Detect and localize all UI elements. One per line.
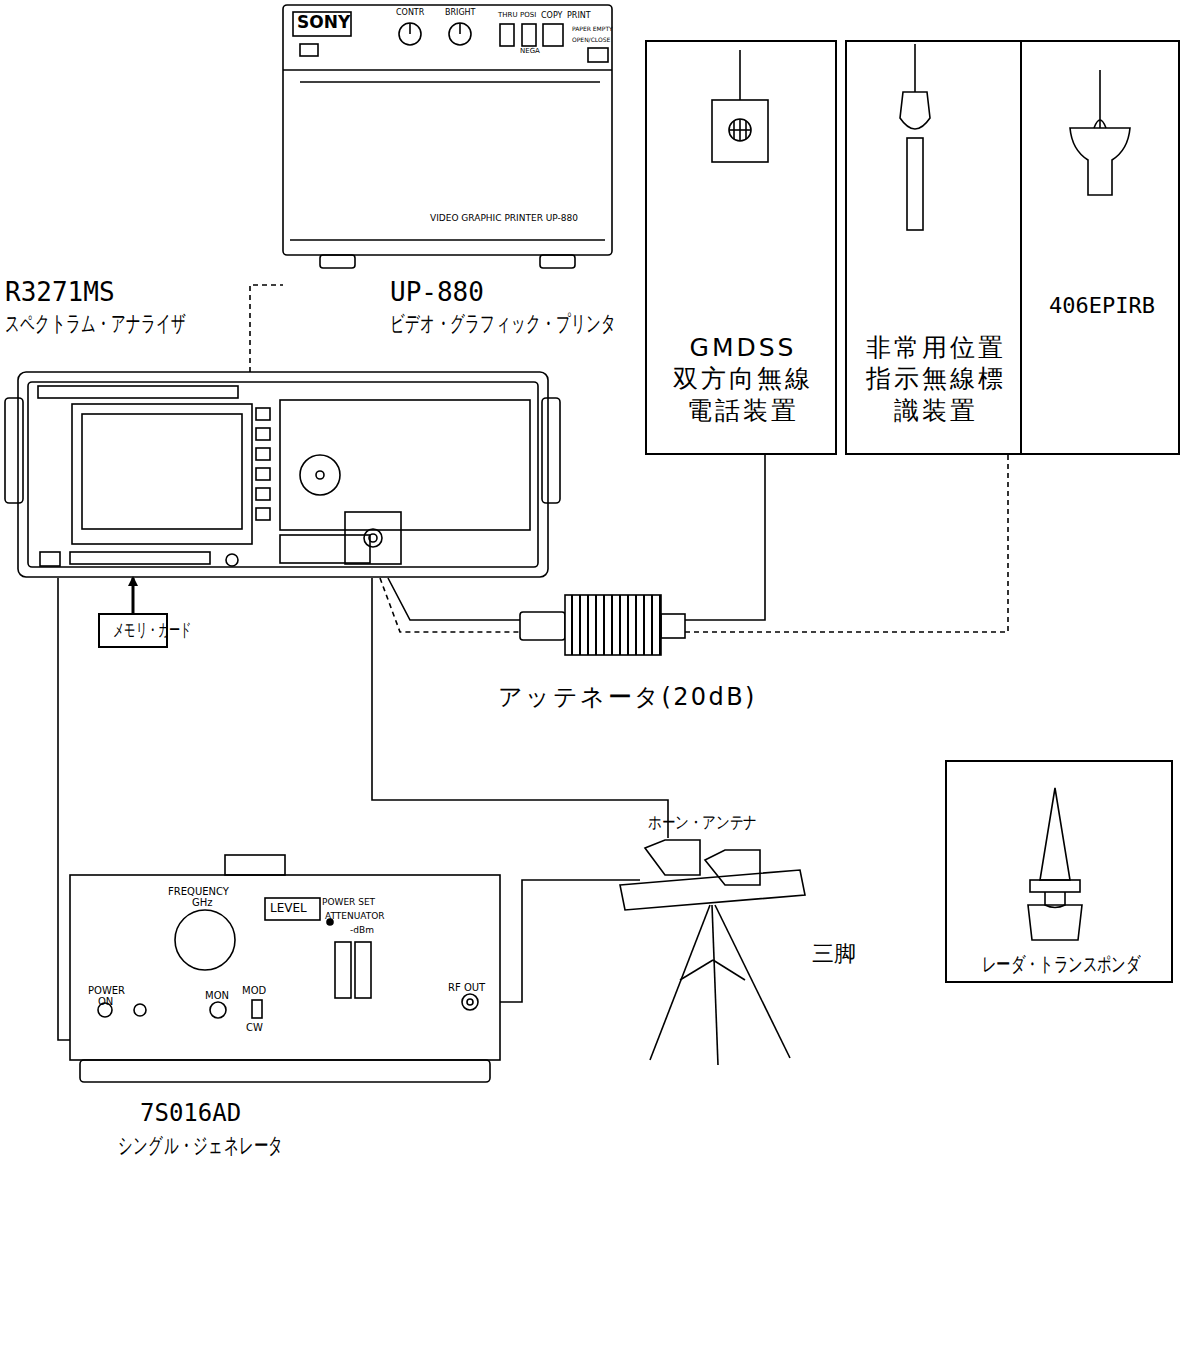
node-label: 406EPIRB — [1022, 292, 1182, 320]
node-label: ホーン・アンテナ — [648, 812, 757, 833]
panel-marking: PAPER EMPTY — [572, 26, 613, 33]
panel-marking: RF OUT — [448, 982, 485, 993]
panel-marking: SONY — [297, 13, 350, 32]
panel-marking: OPEN/CLOSE — [572, 37, 610, 44]
panel-marking: FREQUENCY — [168, 886, 229, 897]
equipment-name: ビデオ・グラフィック・プリンタ — [390, 310, 616, 338]
memory-card-box: メモリ・カード — [98, 613, 168, 648]
device-box: 406EPIRB — [1020, 40, 1180, 455]
panel-marking: MON — [205, 990, 229, 1001]
equipment-name: スペクトラム・アナライザ — [5, 310, 187, 338]
node-label: GMDSS 双方向無線 電話装置 — [647, 332, 839, 426]
panel-marking: MOD — [242, 985, 266, 996]
spectrum-analyzer-figure: R3271MSスペクトラム・アナライザ — [5, 372, 560, 578]
panel-marking: POWER — [88, 985, 125, 996]
cable-connector — [500, 880, 640, 1002]
device-box: GMDSS 双方向無線 電話装置 — [645, 40, 837, 455]
model-number: 7S016AD — [140, 1098, 241, 1128]
panel-marking: CONTR — [396, 9, 424, 18]
panel-marking: NEGA — [520, 48, 540, 56]
model-number: UP-880 — [390, 276, 484, 309]
panel-marking: ATTENUATOR — [325, 912, 385, 922]
panel-marking: COPY — [541, 12, 562, 21]
cable-connector — [685, 455, 1008, 632]
device-box: 非常用位置 指示無線標 識装置 — [845, 40, 1022, 455]
node-label: レーダ・トランスポンダ — [979, 952, 1143, 977]
panel-marking: GHz — [192, 897, 213, 908]
horn-antenna-figure: ホーン・アンテナ — [640, 838, 762, 888]
part-label: 三脚 — [812, 942, 856, 966]
model-number: R3271MS — [5, 276, 115, 309]
panel-marking: POWER SET — [322, 898, 375, 908]
device-box: レーダ・トランスポンダ — [945, 760, 1173, 983]
cable-connector — [380, 578, 520, 632]
equipment-name: シングル・ジェネレータ — [118, 1132, 284, 1160]
panel-marking: THRU — [498, 12, 518, 20]
cable-connector — [58, 578, 70, 1040]
panel-marking: POSI — [520, 12, 536, 20]
panel-marking: PRINT — [567, 12, 591, 21]
node-label: アッテネータ(20dB) — [498, 682, 757, 712]
panel-marking: ON — [98, 996, 113, 1007]
node-label: メモリ・カード — [113, 619, 156, 642]
panel-marking: -dBm — [350, 926, 374, 936]
panel-marking: CW — [246, 1022, 263, 1033]
cable-connector — [132, 578, 135, 613]
attenuator-figure: アッテネータ(20dB) — [520, 595, 685, 655]
panel-marking: LEVEL — [270, 902, 307, 915]
node-label: 非常用位置 指示無線標 識装置 — [847, 332, 1024, 426]
panel-marking: VIDEO GRAPHIC PRINTER UP-880 — [430, 214, 578, 224]
cable-connector — [388, 578, 520, 620]
cable-connector — [685, 455, 765, 620]
panel-marking: BRIGHT — [445, 9, 476, 18]
cable-connector — [250, 285, 283, 372]
